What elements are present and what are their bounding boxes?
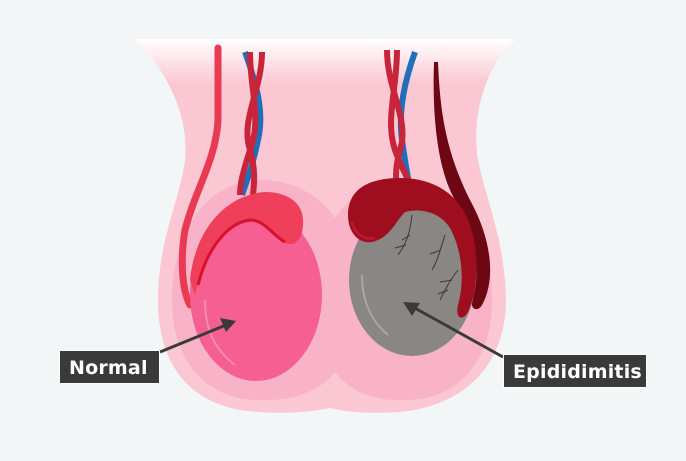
normal-epididymis <box>190 192 304 295</box>
epididimitis-label: Epididimitis <box>503 354 647 388</box>
epididimitis-arrow <box>403 302 504 359</box>
inflamed-testis-veins <box>394 214 459 301</box>
normal-label: Normal <box>59 350 160 384</box>
inflamed-testis <box>349 204 475 356</box>
normal-spermatic-cord <box>178 44 265 309</box>
inflamed-epididymis <box>348 178 477 318</box>
normal-arrow <box>159 318 236 354</box>
normal-testis <box>190 209 322 381</box>
inflamed-vas-deferens <box>433 62 491 310</box>
